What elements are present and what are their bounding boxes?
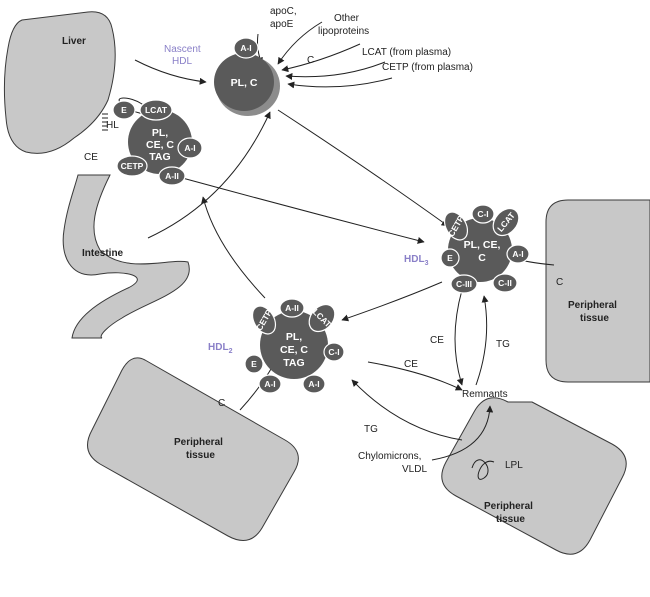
arrow-liver-to-hdl3	[174, 175, 425, 244]
lpl-label: LPL	[505, 460, 523, 471]
nascent-core: PL, C	[231, 77, 258, 89]
peripheral-tissue-right	[545, 199, 650, 383]
hl-label: HL	[106, 120, 119, 131]
liver-core-3: TAG	[149, 151, 170, 163]
hdl2-lobe-c1: C-I	[328, 347, 339, 357]
intestine-label: Intestine	[82, 248, 124, 259]
hdl3-lobe-e: E	[447, 253, 453, 263]
liver-hdl-particle: E LCAT A-I A-II CETP PL, CE, C TAG	[112, 99, 203, 186]
peripheral-right-label-2: tissue	[580, 313, 609, 324]
nascent-hdl-label-2: HDL	[172, 56, 192, 67]
peripheral-right-label-1: Peripheral	[568, 300, 617, 311]
hdl2-label: HDL2	[208, 342, 233, 355]
liver-core-2: CE, C	[146, 139, 174, 151]
ce-hdl2-label: CE	[404, 359, 418, 370]
other-lipo-label-2: lipoproteins	[318, 26, 369, 37]
hdl2-core-2: CE, C	[280, 344, 308, 356]
arrow-tg-up	[475, 295, 489, 386]
hdl2-particle: CETP A-II LCAT C-I A-I A-I E PL, CE, C T…	[244, 298, 345, 394]
arrow-hdl2-ce	[367, 361, 463, 391]
arrow-c-in	[281, 43, 361, 73]
hdl2-lobe-a1-right: A-I	[308, 379, 319, 389]
nascent-hdl-particle: A-I PL, C	[214, 37, 280, 116]
hdl3-core-2: C	[478, 252, 486, 264]
liver-lobe-a2: A-II	[165, 171, 179, 181]
liver-lobe-cetp: CETP	[121, 161, 144, 171]
peripheral-tissue-bottom	[441, 397, 627, 555]
hdl3-lobe-c3: C-III	[456, 279, 472, 289]
hdl3-lobe-c1: C-I	[477, 209, 488, 219]
arrow-cetp-in	[287, 77, 393, 89]
arrow-hdl2-to-liver	[201, 196, 266, 299]
liver-lobe-lcat: LCAT	[145, 105, 168, 115]
liver-label: Liver	[62, 36, 86, 47]
arrow-other-lipo-in	[277, 21, 323, 65]
hl-lines	[102, 113, 108, 131]
other-lipo-label-1: Other	[334, 13, 360, 24]
peripheral-left-label-2: tissue	[186, 450, 215, 461]
arrow-nascent-to-hdl	[134, 59, 207, 85]
liver-lobe-a1: A-I	[184, 143, 195, 153]
peripheral-left-label-1: Peripheral	[174, 437, 223, 448]
arrow-chylo-to-remnants	[431, 405, 494, 461]
tg-hdl2-label: TG	[364, 424, 378, 435]
hdl2-lobe-e: E	[251, 359, 257, 369]
liver-lobe-e: E	[121, 105, 127, 115]
lcat-plasma-label: LCAT (from plasma)	[362, 47, 451, 58]
hdl3-core-1: PL, CE,	[464, 239, 501, 251]
ce-liver-label: CE	[84, 152, 98, 163]
tg-mid-label: TG	[496, 339, 510, 350]
nascent-hdl-label-1: Nascent	[164, 44, 201, 55]
arrow-hdl2-tg	[351, 379, 463, 441]
c-left-label: C	[218, 398, 225, 409]
apo-ce-label-1: apoC,	[270, 6, 297, 17]
peripheral-bottom-label-1: Peripheral	[484, 501, 533, 512]
chylo-label-1: Chylomicrons,	[358, 451, 421, 462]
c-small-label: C	[307, 55, 314, 66]
liver-core-1: PL,	[152, 127, 168, 139]
cetp-plasma-label: CETP (from plasma)	[382, 62, 473, 73]
arrow-hdl3-ce-down	[454, 289, 464, 386]
arrow-nascent-to-hdl3	[277, 109, 449, 227]
hdl2-core-3: TAG	[283, 357, 304, 369]
remnants-label: Remnants	[462, 389, 508, 400]
hdl3-lobe-c2: C-II	[498, 278, 512, 288]
c-right-label: C	[556, 277, 563, 288]
lpl-coil	[471, 459, 495, 480]
hdl2-core-1: PL,	[286, 331, 302, 343]
nascent-apo: A-I	[240, 43, 251, 53]
apo-ce-label-2: apoE	[270, 19, 294, 30]
liver-shape	[3, 11, 116, 154]
hdl3-particle: CETP C-I LCAT A-I C-II C-III E PL, CE, C	[440, 204, 530, 294]
hdl3-lobe-a1: A-I	[512, 249, 523, 259]
intestine-shape	[62, 174, 190, 339]
peripheral-bottom-label-2: tissue	[496, 514, 525, 525]
chylo-label-2: VLDL	[402, 464, 427, 475]
hdl2-lobe-a1-left: A-I	[264, 379, 275, 389]
hdl2-lobe-a2: A-II	[285, 303, 299, 313]
arrow-lcat-in	[285, 61, 386, 80]
hdl3-label: HDL3	[404, 254, 429, 267]
peripheral-tissue-left	[87, 357, 299, 541]
arrow-intestine-to-nascent	[147, 111, 271, 239]
arrow-hdl3-to-hdl2	[341, 281, 443, 322]
ce-mid-label: CE	[430, 335, 444, 346]
